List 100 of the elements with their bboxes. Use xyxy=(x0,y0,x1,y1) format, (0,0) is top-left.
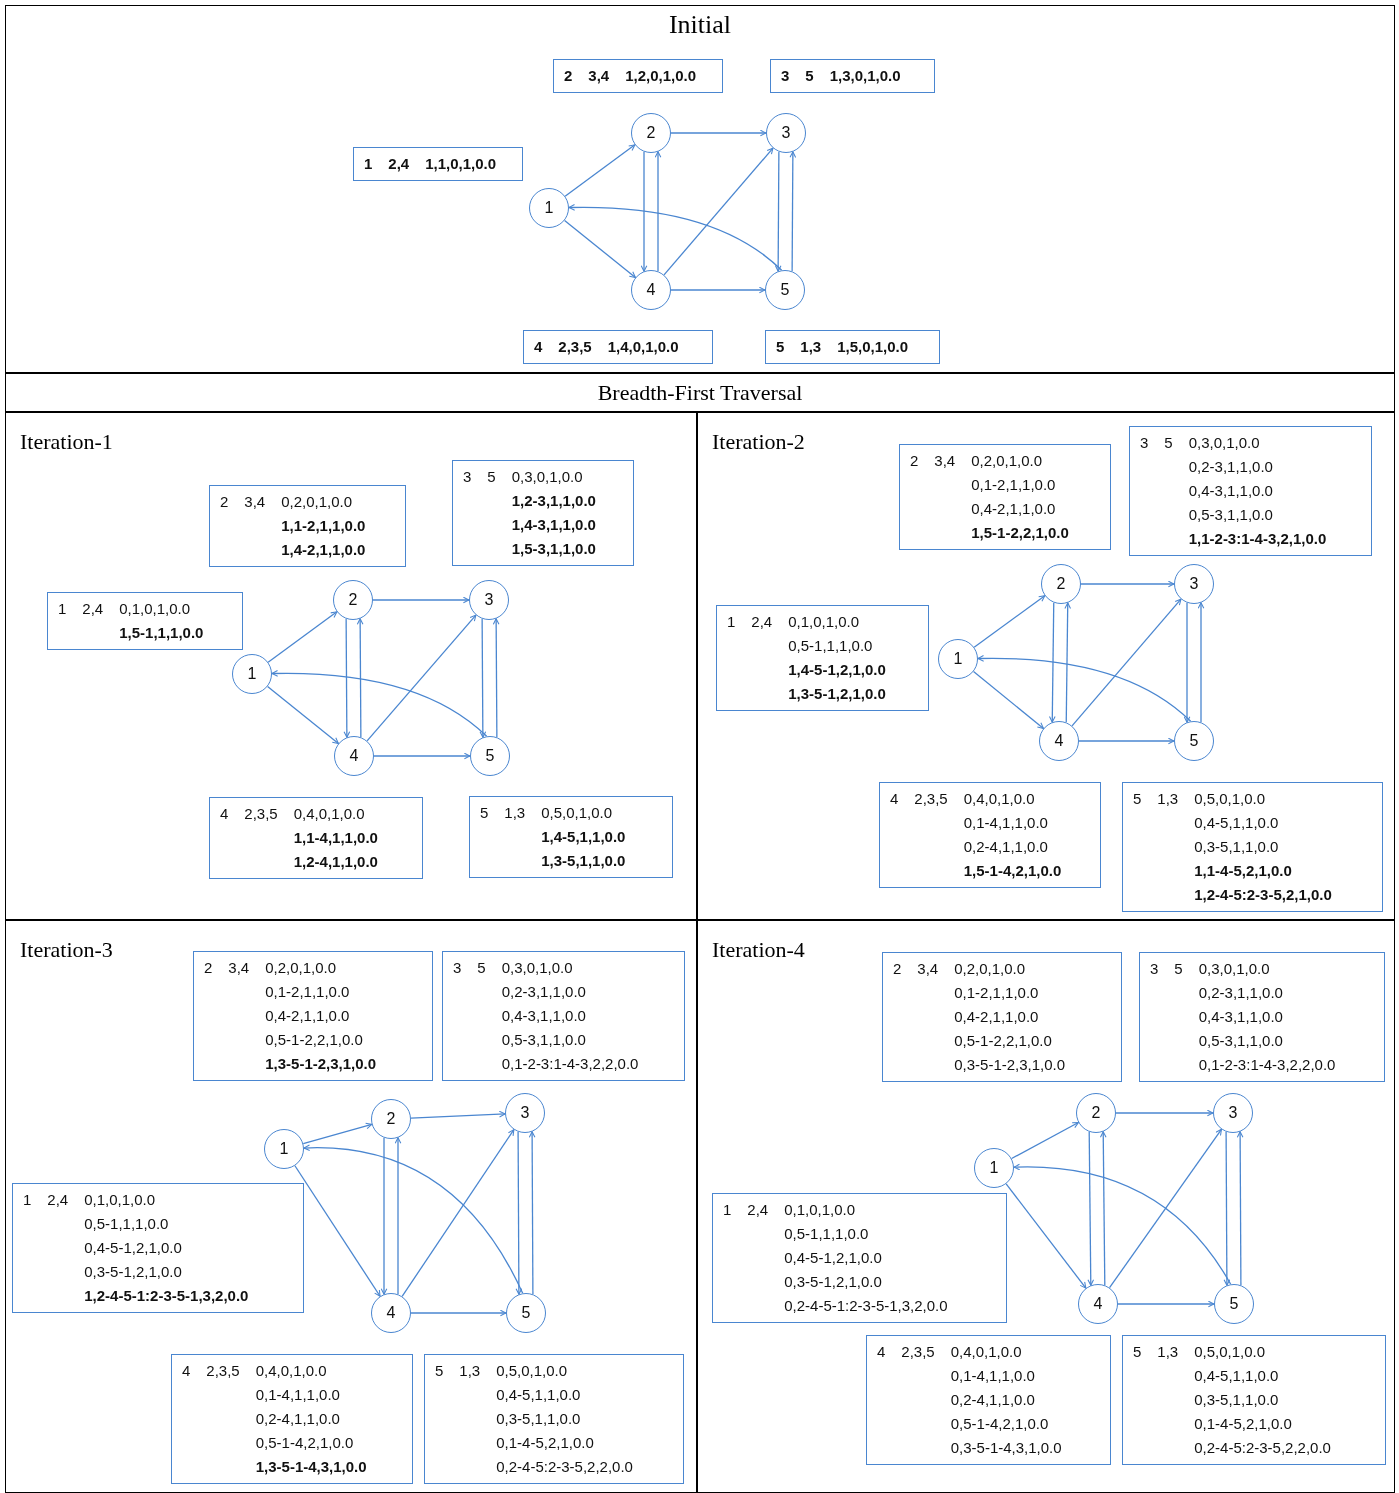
state-entry: 0,5-3,1,1,0.0 xyxy=(1188,505,1274,525)
state-entry: 0,3-5,1,1,0.0 xyxy=(496,1409,582,1429)
info-box xyxy=(866,1335,1111,1465)
state-entry: 1,1-2,1,1,0.0 xyxy=(281,516,367,536)
vertex-id: 3 xyxy=(781,66,790,86)
panel xyxy=(5,5,1395,373)
arrow xyxy=(373,752,471,760)
vertex-label: 1 xyxy=(953,650,963,668)
vertex-circle xyxy=(232,654,272,694)
vertex-label: 5 xyxy=(1229,1295,1239,1313)
vertex-circle xyxy=(371,1293,411,1333)
vertex-label: 1 xyxy=(279,1140,289,1158)
state-entry: 0,4,0,1,0.0 xyxy=(963,789,1036,809)
arrow xyxy=(972,670,1045,730)
arrow xyxy=(640,151,648,272)
vertex-id: 1 xyxy=(23,1190,32,1210)
state-entry: 0,2,0,1,0.0 xyxy=(281,492,354,512)
state-entry: 0,4-2,1,1,0.0 xyxy=(954,1007,1040,1027)
info-box xyxy=(882,952,1122,1082)
vertex-label: 4 xyxy=(386,1304,396,1322)
vertex-circle xyxy=(766,113,806,153)
vertex-label: 5 xyxy=(1189,732,1199,750)
arrow xyxy=(1183,602,1191,723)
vertex-circle xyxy=(506,1293,546,1333)
state-entry: 0,4,0,1,0.0 xyxy=(255,1361,328,1381)
vertex-circle xyxy=(1174,564,1214,604)
arrow xyxy=(564,144,636,197)
state-entry: 0,4-5,1,1,0.0 xyxy=(496,1385,582,1405)
state-entry: 0,4-5,1,1,0.0 xyxy=(1194,1366,1280,1386)
state-entry: 1,2,0,1,0.0 xyxy=(625,66,698,86)
state-entry: 0,3,0,1,0.0 xyxy=(1188,433,1261,453)
state-entry: 0,5-1-4,2,1,0.0 xyxy=(255,1433,355,1453)
vertex-circle xyxy=(529,188,569,228)
info-box xyxy=(899,444,1111,550)
adjacency-list: 1,3 xyxy=(800,335,822,359)
state-entry: 0,4-3,1,1,0.0 xyxy=(501,1006,587,1026)
vertex-id: 4 xyxy=(890,789,899,809)
vertex-id: 3 xyxy=(1150,959,1159,979)
arrow xyxy=(267,611,338,663)
info-box xyxy=(452,460,634,566)
arrow xyxy=(973,595,1046,648)
vertex-id: 2 xyxy=(564,66,573,86)
arrow xyxy=(401,1128,515,1298)
arrow xyxy=(1013,1163,1232,1285)
vertex-id: 5 xyxy=(776,337,785,357)
state-entry: 0,2-3,1,1,0.0 xyxy=(1188,457,1274,477)
vertex-id: 2 xyxy=(910,451,919,471)
state-entry: 0,1,0,1,0.0 xyxy=(84,1190,157,1210)
arrow xyxy=(563,219,637,279)
state-entry: 1,2-4-5:2-3-5,2,1,0.0 xyxy=(1194,885,1333,905)
state-entry: 0,1-2,1,1,0.0 xyxy=(265,982,351,1002)
info-box xyxy=(424,1354,684,1484)
arrow xyxy=(670,286,766,294)
vertex-circle xyxy=(1039,721,1079,761)
adjacency-list: 3,4 xyxy=(588,64,610,88)
vertex-id: 4 xyxy=(877,1342,886,1362)
arrow xyxy=(1099,1131,1107,1286)
state-entry: 0,1-4,1,1,0.0 xyxy=(950,1366,1036,1386)
adjacency-list: 2,3,5 xyxy=(901,1340,935,1364)
adjacency-list: 3,4 xyxy=(917,957,939,981)
arrow xyxy=(1115,1109,1214,1117)
arrow xyxy=(1010,1121,1080,1160)
state-entry: 0,5-1,1,1,0.0 xyxy=(784,1224,870,1244)
arrow xyxy=(977,655,1192,722)
vertex-label: 5 xyxy=(485,747,495,765)
state-entry: 1,1-4,1,1,0.0 xyxy=(293,828,379,848)
state-entry: 1,3,0,1,0.0 xyxy=(829,66,902,86)
state-entry: 0,1-2-3:1-4-3,2,2,0.0 xyxy=(1198,1055,1337,1075)
adjacency-list: 5 xyxy=(1164,431,1173,455)
state-entry: 0,1,0,1,0.0 xyxy=(119,599,192,619)
adjacency-list: 2,3,5 xyxy=(914,787,948,811)
state-entry: 0,5,0,1,0.0 xyxy=(1194,1342,1267,1362)
state-entry: 0,5,0,1,0.0 xyxy=(1194,789,1267,809)
state-entry: 1,4-5-1,2,1,0.0 xyxy=(788,660,887,680)
state-entry: 1,3-5,1,1,0.0 xyxy=(541,851,627,871)
vertex-id: 1 xyxy=(364,154,373,174)
state-entry: 0,5-1,1,1,0.0 xyxy=(84,1214,170,1234)
state-entry: 0,1,0,1,0.0 xyxy=(784,1200,857,1220)
vertex-id: 1 xyxy=(58,599,67,619)
arrow xyxy=(302,1122,373,1145)
arrow xyxy=(356,618,364,738)
adjacency-list: 5 xyxy=(805,64,814,88)
state-entry: 0,1-4,1,1,0.0 xyxy=(963,813,1049,833)
state-entry: 0,2-4-5:2-3-5,2,2,0.0 xyxy=(496,1457,634,1477)
vertex-id: 2 xyxy=(220,492,229,512)
state-entry: 0,3-5-1-4,3,1,0.0 xyxy=(950,1438,1063,1458)
panel-title: Initial xyxy=(667,10,733,40)
vertex-circle xyxy=(1214,1284,1254,1324)
vertex-circle xyxy=(334,736,374,776)
state-entry: 0,5-1,1,1,0.0 xyxy=(788,636,874,656)
arrow xyxy=(515,1131,523,1295)
state-entry: 1,4,0,1,0.0 xyxy=(607,337,680,357)
vertex-label: 2 xyxy=(1056,575,1066,593)
adjacency-list: 1,3 xyxy=(1157,1340,1179,1364)
arrow xyxy=(1223,1131,1231,1286)
state-entry: 1,1-4-5,2,1,0.0 xyxy=(1194,861,1293,881)
adjacency-list: 2,4 xyxy=(47,1188,69,1212)
vertex-circle xyxy=(333,580,373,620)
state-entry: 1,3-5-1-4,3,1,0.0 xyxy=(255,1457,368,1477)
state-entry: 0,1-2-3:1-4-3,2,2,0.0 xyxy=(501,1054,640,1074)
